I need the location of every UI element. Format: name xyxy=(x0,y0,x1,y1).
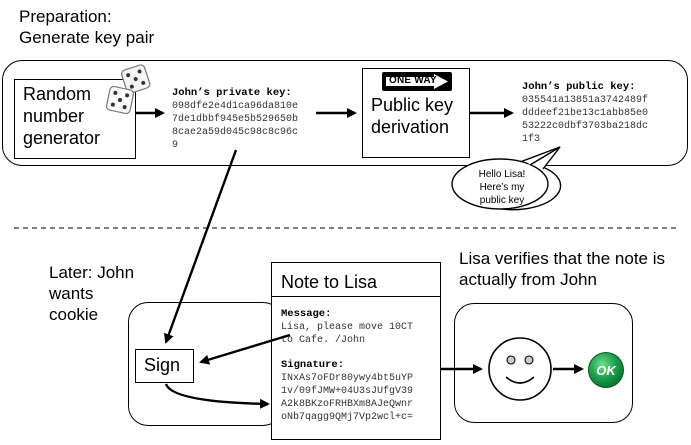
message-line: Lisa, please move 10CT xyxy=(281,322,414,333)
note-title: Note to Lisa xyxy=(281,272,378,292)
arrow-message-to-sign xyxy=(199,333,291,365)
ok-badge-icon: OK xyxy=(588,352,624,388)
one-way-sign-text: ONE WAY xyxy=(389,75,437,86)
message-label: Message: xyxy=(281,308,332,320)
private-key-line: 8cae2a59d045c98c8c96c xyxy=(172,127,299,138)
verify-caption: Lisa verifies that the note is actually … xyxy=(459,248,665,290)
signature-line: oNb7qagg9QMj7Vp2wcl+c= xyxy=(281,412,414,423)
bubble-line2: Here’s my xyxy=(479,182,525,193)
signature-line: A2k8BKzoFRHBXm8AJeQwnr xyxy=(281,399,414,410)
public-key-line: 035541a13851a3742489f xyxy=(522,95,649,106)
message-line: to Cafe. /John xyxy=(281,335,366,346)
private-key-line: 7de1dbbf945e5b529650b xyxy=(172,114,299,125)
later-line2: wants xyxy=(49,284,94,303)
sign-box: Sign xyxy=(135,349,194,383)
preparation-title: Preparation: Generate key pair xyxy=(19,6,154,48)
signature-label: Signature: xyxy=(281,359,345,371)
private-key-label: John’s private key: xyxy=(172,87,292,99)
public-key-line: 1f3 xyxy=(522,134,541,145)
preparation-title-line2: Generate key pair xyxy=(19,28,155,47)
note-to-lisa-box: Note to Lisa Message: Lisa, please move … xyxy=(271,262,441,440)
ok-label: OK xyxy=(596,363,617,378)
sign-label: Sign xyxy=(144,355,181,375)
arrow-private-key-to-sign xyxy=(164,149,238,344)
public-key-line: 53222c0dbf3703ba218dc xyxy=(522,121,649,132)
private-key-block: John’s private key: 098dfe2e4d1ca96da810… xyxy=(172,87,352,152)
dice-icon xyxy=(105,64,151,115)
section-divider xyxy=(14,227,680,229)
private-key-line: 098dfe2e4d1ca96da810e xyxy=(172,101,299,112)
arrow-sign-to-signature xyxy=(164,383,270,409)
later-caption: Later: John wants cookie xyxy=(49,262,134,325)
private-key-line: 9 xyxy=(172,140,179,151)
speech-bubble-text: Hello Lisa! Here’s my public key xyxy=(468,168,536,207)
smiley-face-icon xyxy=(488,337,552,401)
derivation-line1: Public key xyxy=(371,95,454,115)
speech-bubble xyxy=(451,146,562,211)
one-way-sign-icon: ONE WAY xyxy=(382,72,452,91)
rng-line1: Random xyxy=(23,84,92,104)
signature-line: INxAs7oFDr80ywy4bt5uYP xyxy=(281,373,414,384)
later-line3: cookie xyxy=(49,305,99,324)
public-key-label: John’s public key: xyxy=(522,81,636,93)
rng-line2: number xyxy=(23,106,85,126)
signature-line: 1v/09fJMW+04U3sJUfgV39 xyxy=(281,386,414,397)
bubble-line3: public key xyxy=(479,195,525,206)
bubble-line1: Hello Lisa! xyxy=(478,169,526,180)
derivation-line2: derivation xyxy=(371,117,450,137)
public-key-line: dddeef21be13c1abb85e0 xyxy=(522,108,649,119)
public-key-block: John’s public key: 035541a13851a3742489f… xyxy=(522,81,690,146)
verify-line1: Lisa verifies that the note is xyxy=(459,249,666,268)
rng-line3: generator xyxy=(23,128,101,148)
verify-line2: actually from John xyxy=(459,270,597,289)
preparation-title-line1: Preparation: xyxy=(19,7,112,26)
later-line1: Later: John xyxy=(49,263,135,282)
public-key-derivation-box: ONE WAY Public key derivation xyxy=(362,68,470,158)
